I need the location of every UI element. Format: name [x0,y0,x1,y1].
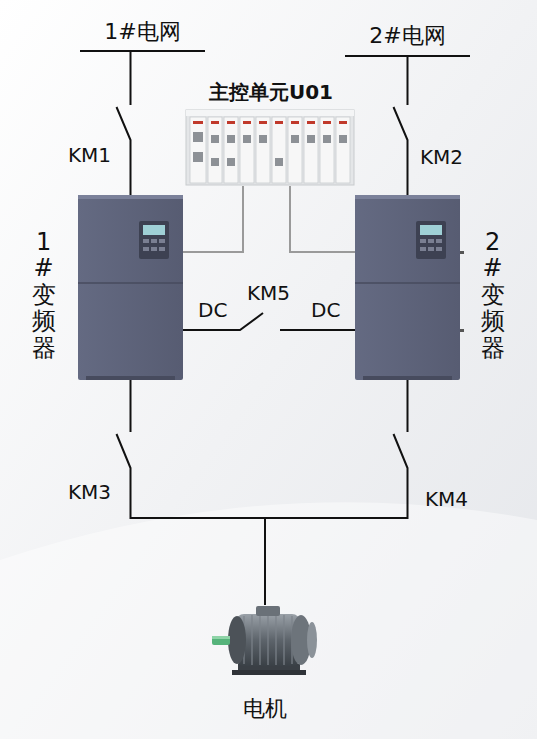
vertical-label: 1#变频器 [28,229,59,361]
switch-label: KM3 [68,480,111,504]
background-wave [0,502,537,739]
node-label: 2#电网 [369,22,445,50]
node-label: 1#电网 [104,18,180,46]
inverter-illustration [78,195,183,380]
power-wire [117,52,131,195]
control-wire [183,186,243,252]
power-wire [117,380,266,605]
power-grid-bus: 2#电网 [345,22,470,57]
plc-illustration [186,110,354,185]
power-grid-bus: 1#电网 [80,18,205,52]
inverter-box: 2#变频器 [355,195,460,380]
power-wire [394,57,408,195]
control-wire [290,186,355,252]
bus-label: DC [311,298,340,322]
switch-label: KM2 [420,145,463,169]
node-label: 主控单元U01 [181,80,361,104]
switch-label: KM4 [425,487,468,511]
inverter-illustration [355,195,464,380]
power-wire [265,380,408,605]
bus-label: DC [198,298,227,322]
switch-label: KM1 [68,143,111,167]
node-label: 电机 [201,695,329,723]
motor-illustration [212,606,317,675]
switch-label: KM5 [247,281,290,305]
main-control-unit: 主控单元U01 [181,80,361,186]
inverter-box: 1#变频器 [78,195,183,380]
vertical-label: 2#变频器 [477,229,508,361]
motor: 电机 [201,605,329,723]
